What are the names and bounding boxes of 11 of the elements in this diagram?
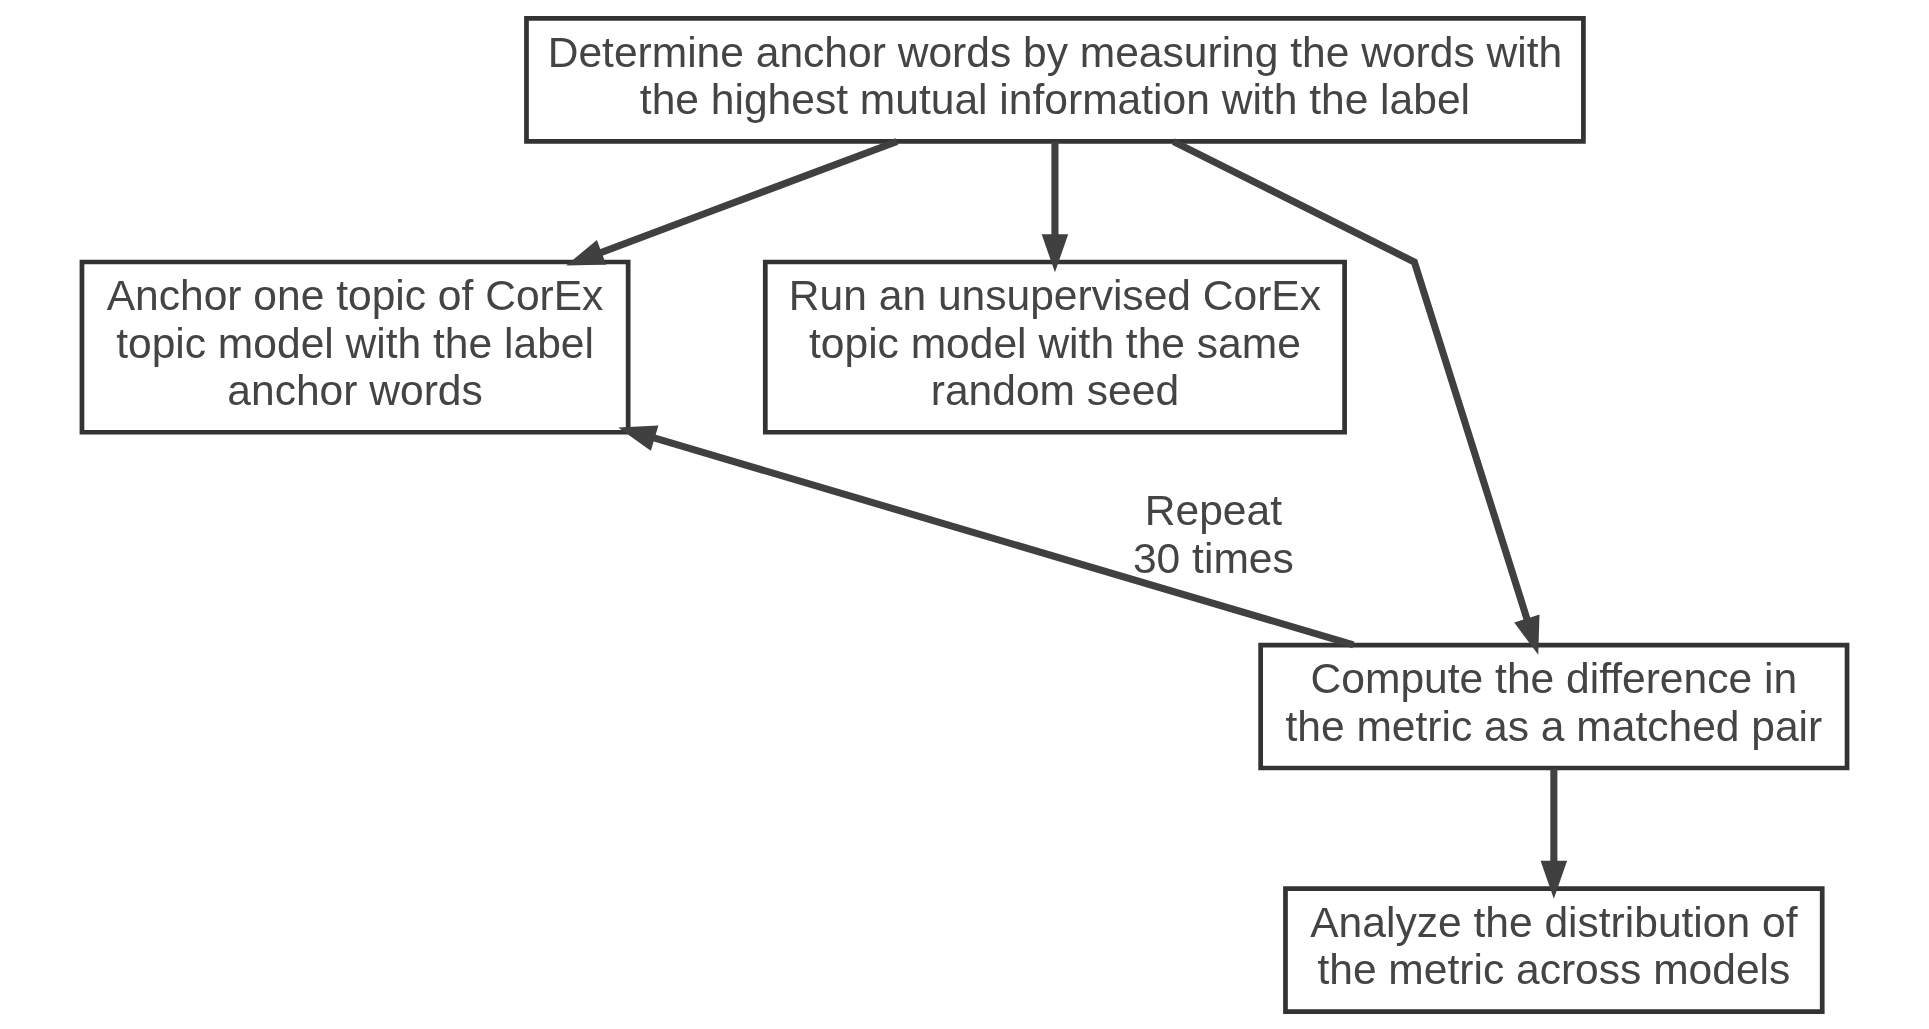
- arrow: [618, 424, 1355, 648]
- node-box: Run an unsupervised CorEx topic model with the same random seed: [762, 259, 1347, 435]
- arrow: [1172, 137, 1540, 655]
- node-box: Compute the difference in the metric as a matched pair: [1258, 642, 1850, 770]
- arrow: [566, 137, 899, 266]
- node-box: Anchor one topic of CorEx topic model with the label anchor words: [79, 259, 631, 435]
- edge-label: Repeat 30 times: [1132, 485, 1294, 582]
- node-box: Determine anchor words by measuring the words with the highest mutual information with the label: [524, 15, 1586, 144]
- arrow: [1540, 768, 1568, 899]
- arrow: [1041, 141, 1069, 272]
- node-box: Analyze the distribution of the metric across models: [1283, 885, 1825, 1014]
